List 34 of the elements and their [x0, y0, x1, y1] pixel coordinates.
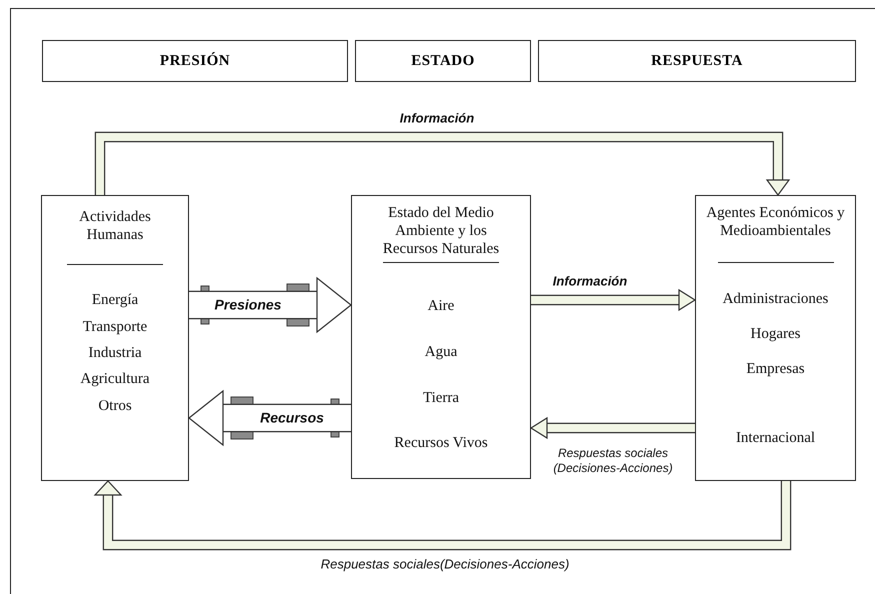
edge-label: Información — [552, 274, 628, 288]
column-box — [695, 195, 856, 481]
list-item: Agricultura — [79, 370, 151, 388]
list-item: Industria — [87, 344, 143, 362]
list-item: Agua — [424, 343, 458, 361]
header-box: RESPUESTA — [538, 40, 856, 82]
list-item: Otros — [97, 397, 133, 415]
banner-arrow — [188, 390, 351, 446]
column-box — [351, 195, 531, 479]
column-box — [41, 195, 189, 481]
list-item: Tierra — [422, 389, 460, 407]
edge-label: Presiones — [214, 298, 282, 312]
list-item: Recursos Vivos — [393, 434, 489, 452]
edge-label: Información — [400, 110, 474, 126]
box-heading: Estado del Medio Ambiente y los Recursos Naturales — [382, 204, 500, 258]
block-arrow — [531, 288, 696, 312]
list-item: Aire — [426, 297, 456, 315]
box-heading: Actividades Humanas — [78, 208, 152, 244]
header-box: ESTADO — [355, 40, 531, 82]
banner-arrow — [189, 276, 352, 334]
header-box: PRESIÓN — [42, 40, 348, 82]
list-item: Energía — [90, 291, 140, 309]
list-item: Administraciones — [722, 290, 830, 308]
list-item: Hogares — [750, 325, 802, 343]
list-item: Transporte — [82, 318, 148, 336]
box-heading: Agentes Económicos y Medioambientales — [706, 204, 846, 240]
list-item: Empresas — [745, 360, 806, 378]
list-item: Internacional — [734, 429, 816, 447]
block-arrow — [94, 480, 792, 550]
block-arrow — [94, 132, 790, 196]
edge-label: Respuestas sociales (Decisiones-Acciones) — [552, 446, 674, 476]
block-arrow — [530, 416, 695, 440]
edge-label: Recursos — [260, 410, 324, 426]
edge-label: Respuestas sociales(Decisiones-Acciones) — [320, 556, 570, 572]
